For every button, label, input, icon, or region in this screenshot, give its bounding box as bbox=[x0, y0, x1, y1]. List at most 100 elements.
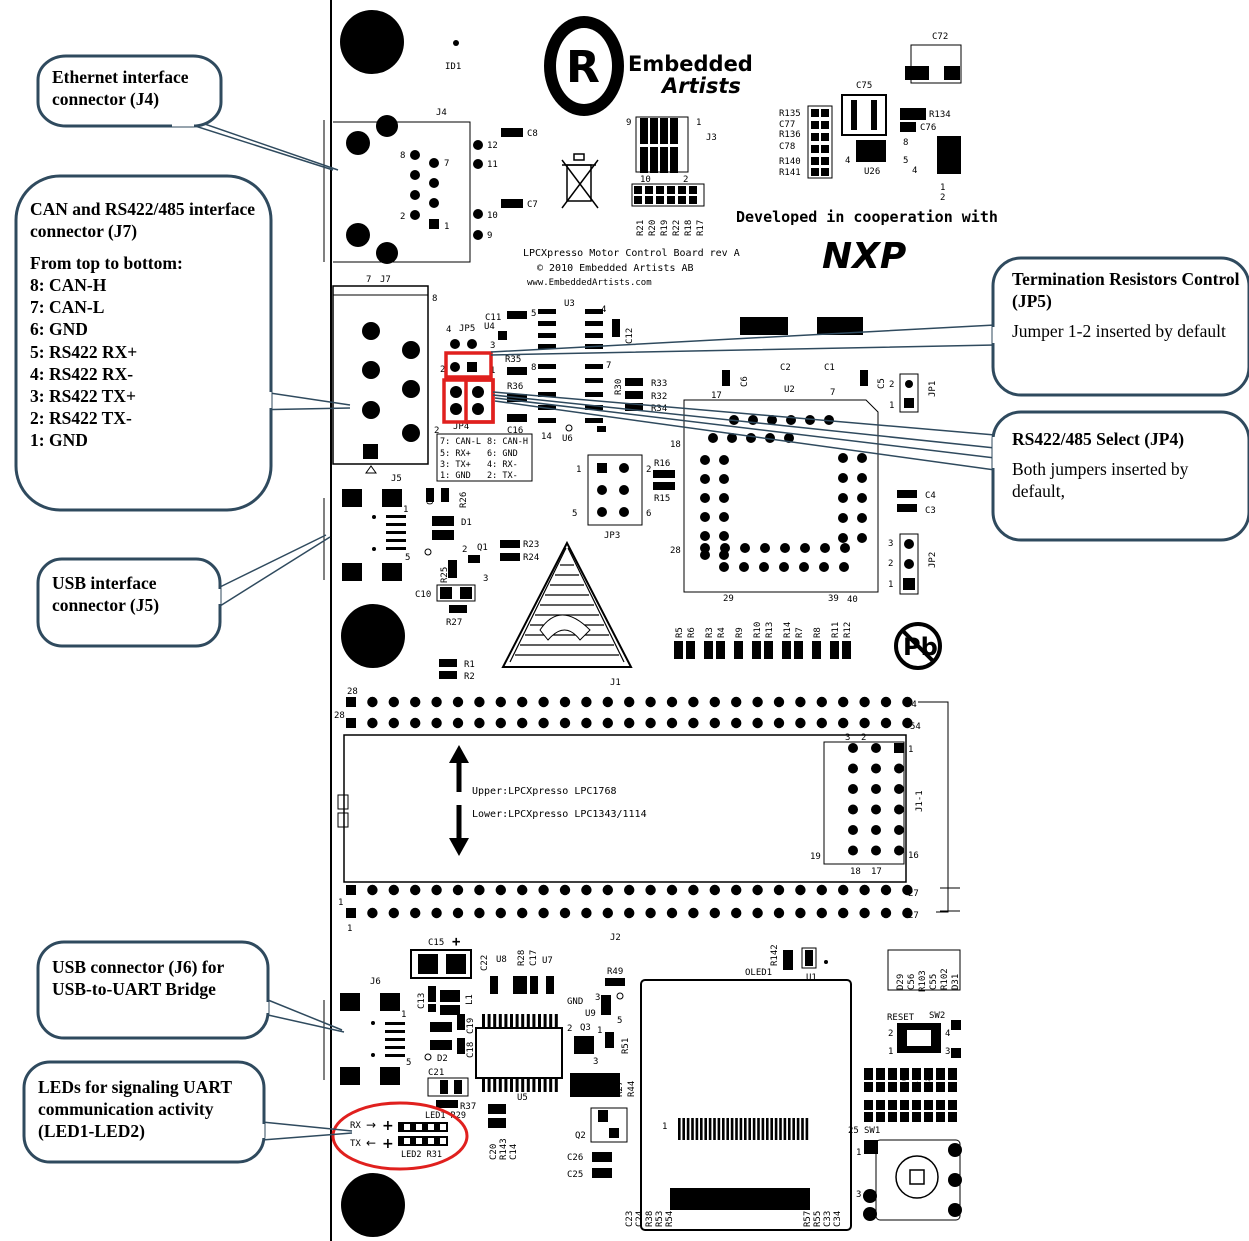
svg-text:→: → bbox=[366, 1118, 376, 1132]
svg-text:R34: R34 bbox=[651, 404, 667, 414]
svg-text:C26: C26 bbox=[567, 1153, 583, 1163]
callout-can-title: CAN and RS422/485 interface connector (J… bbox=[30, 199, 256, 241]
svg-text:D1: D1 bbox=[461, 518, 472, 528]
svg-text:8: 8 bbox=[531, 363, 536, 373]
svg-text:4: 4 bbox=[601, 305, 606, 315]
svg-text:1: 1 bbox=[403, 505, 408, 515]
svg-text:SW2: SW2 bbox=[929, 1011, 945, 1021]
svg-text:28: 28 bbox=[334, 711, 345, 721]
svg-text:1: 1 bbox=[888, 580, 893, 590]
svg-text:LPCXpresso Motor Control Board: LPCXpresso Motor Control Board rev A bbox=[523, 248, 740, 259]
svg-text:11: 11 bbox=[487, 160, 498, 170]
svg-text:1: 1 bbox=[347, 924, 352, 934]
svg-text:4: 4 bbox=[845, 156, 850, 166]
svg-text:C16: C16 bbox=[507, 426, 523, 436]
callout-can-pin-list: 8: CAN-H 7: CAN-L 6: GND 5: RS422 RX+ 4:… bbox=[30, 274, 262, 452]
svg-text:14: 14 bbox=[541, 432, 552, 442]
pin-item: 8: CAN-H bbox=[30, 275, 107, 295]
svg-text:R54: R54 bbox=[665, 1211, 675, 1227]
svg-text:JP3: JP3 bbox=[604, 531, 620, 541]
svg-text:JP2: JP2 bbox=[928, 552, 938, 568]
svg-text:C76: C76 bbox=[920, 123, 936, 133]
svg-text:2: 2 bbox=[940, 193, 945, 203]
svg-text:R57: R57 bbox=[803, 1211, 813, 1227]
svg-text:18: 18 bbox=[670, 440, 681, 450]
callout-rs422-title: RS422/485 Select (JP4) bbox=[1012, 429, 1185, 449]
embedded-artists-logo: R Embedded Artists bbox=[544, 16, 753, 116]
svg-text:C23: C23 bbox=[625, 1211, 635, 1227]
callout-can: CAN and RS422/485 interface connector (J… bbox=[26, 198, 266, 452]
svg-text:R140: R140 bbox=[779, 157, 801, 167]
svg-text:Upper:LPCXpresso LPC1768: Upper:LPCXpresso LPC1768 bbox=[472, 786, 617, 797]
svg-text:5: 5 bbox=[406, 1058, 411, 1068]
svg-text:GND: GND bbox=[567, 997, 583, 1007]
svg-text:2: 2 bbox=[440, 365, 445, 375]
svg-text:R6: R6 bbox=[687, 627, 697, 638]
svg-text:1: 1 bbox=[338, 898, 343, 908]
svg-text:3: 3 bbox=[593, 1057, 598, 1067]
top-right-components: C72 C75 R135 C77 R136 C78 R140 R141 R134… bbox=[779, 32, 962, 203]
svg-text:2: 2 bbox=[888, 1029, 893, 1039]
svg-text:3: 3 bbox=[845, 733, 850, 743]
svg-text:Lower:LPCXpresso LPC1343/1114: Lower:LPCXpresso LPC1343/1114 bbox=[472, 809, 647, 820]
svg-text:R136: R136 bbox=[779, 130, 801, 140]
svg-text:7: CAN-L: 7: CAN-L bbox=[440, 437, 481, 447]
svg-text:J2: J2 bbox=[610, 933, 621, 943]
svg-text:Q2: Q2 bbox=[575, 1131, 586, 1141]
svg-text:R35: R35 bbox=[505, 355, 521, 365]
svg-text:R134: R134 bbox=[929, 110, 951, 120]
svg-text:C33: C33 bbox=[823, 1211, 833, 1227]
svg-text:R18: R18 bbox=[684, 220, 694, 236]
svg-text:39: 39 bbox=[828, 594, 839, 604]
callout-leaders-right bbox=[490, 324, 996, 471]
svg-text:C7: C7 bbox=[527, 200, 538, 210]
svg-text:R143: R143 bbox=[499, 1138, 509, 1160]
svg-text:←: ← bbox=[366, 1136, 376, 1150]
svg-text:27: 27 bbox=[908, 911, 919, 921]
svg-text:Developed in cooperation with: Developed in cooperation with bbox=[736, 208, 998, 226]
svg-text:4: 4 bbox=[945, 1029, 950, 1039]
j4-ethernet-footprint: J4 8 7 2 1 12 11 10 9 C8 C7 bbox=[333, 108, 538, 264]
svg-text:R102: R102 bbox=[940, 968, 950, 990]
svg-text:25: 25 bbox=[848, 1126, 859, 1136]
svg-text:1: 1 bbox=[662, 1122, 667, 1132]
svg-text:R12: R12 bbox=[843, 622, 853, 638]
svg-text:R8: R8 bbox=[813, 627, 823, 638]
svg-text:1: 1 bbox=[888, 1047, 893, 1057]
svg-text:R141: R141 bbox=[779, 168, 801, 178]
svg-text:C13: C13 bbox=[417, 993, 427, 1009]
svg-text:ID1: ID1 bbox=[445, 62, 461, 72]
svg-text:C30: C30 bbox=[900, 1076, 910, 1092]
svg-text:3: 3 bbox=[595, 993, 600, 1003]
svg-text:R21: R21 bbox=[636, 220, 646, 236]
svg-text:C10: C10 bbox=[415, 590, 431, 600]
svg-text:28: 28 bbox=[670, 546, 681, 556]
svg-text:R30: R30 bbox=[614, 379, 624, 395]
svg-text:U26: U26 bbox=[864, 167, 880, 177]
svg-text:3: 3 bbox=[888, 539, 893, 549]
svg-text:C22: C22 bbox=[480, 955, 490, 971]
svg-text:1: 1 bbox=[889, 401, 894, 411]
svg-text:C19: C19 bbox=[466, 1018, 476, 1034]
svg-text:R49: R49 bbox=[607, 967, 623, 977]
svg-text:C3: C3 bbox=[925, 506, 936, 516]
svg-text:8: 8 bbox=[903, 138, 908, 148]
jp5-jp4-area: 4 JP5 C11 U4 3 2 1 R35 R36 JP4 C16 U3 5 … bbox=[440, 299, 667, 444]
pin-item: 6: GND bbox=[30, 319, 88, 340]
svg-text:LED2 R31: LED2 R31 bbox=[401, 1150, 442, 1160]
svg-text:R33: R33 bbox=[651, 379, 667, 389]
weee-bin-icon bbox=[561, 153, 599, 209]
svg-text:RESET: RESET bbox=[887, 1013, 915, 1023]
svg-text:C24: C24 bbox=[635, 1211, 645, 1227]
svg-text:Artists: Artists bbox=[660, 74, 741, 98]
callout-usb-j6: USB connector (J6) for USB-to-UART Bridg… bbox=[48, 956, 253, 1000]
svg-text:J7: J7 bbox=[380, 275, 391, 285]
svg-text:1: 1 bbox=[597, 1026, 602, 1036]
svg-text:R19: R19 bbox=[660, 220, 670, 236]
svg-text:C11: C11 bbox=[485, 313, 501, 323]
svg-text:R2: R2 bbox=[464, 672, 475, 682]
mounting-hole bbox=[340, 10, 404, 74]
lower-left-parts: C15 + J6 1 5 C13 L1 D2 C19 C18 C22 U bbox=[340, 934, 563, 1160]
svg-text:1: 1 bbox=[856, 1148, 861, 1158]
